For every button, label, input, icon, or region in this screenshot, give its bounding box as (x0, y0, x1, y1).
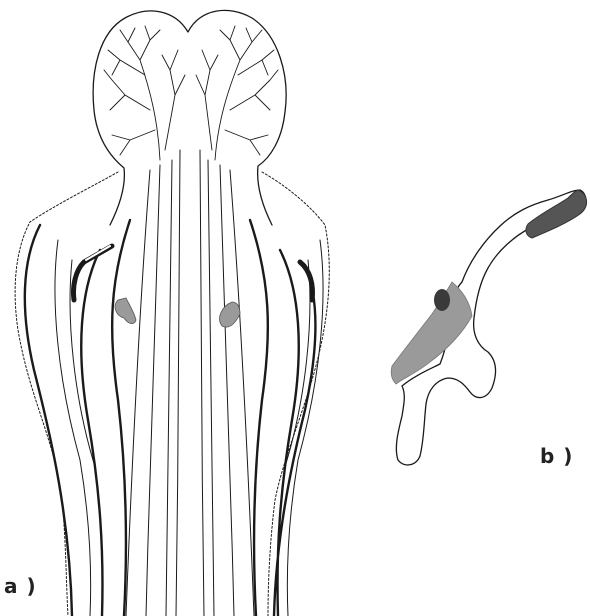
outer-dotted-contour (15, 172, 329, 616)
panel-a-label: a ) (4, 574, 37, 598)
head-outline (93, 10, 286, 225)
left-lobe-branches (104, 26, 185, 160)
right-thick-fibres (250, 220, 316, 616)
central-fibres (126, 150, 254, 616)
panel-a-drawing (15, 10, 329, 616)
left-gray-blob (115, 298, 136, 324)
left-tube (73, 246, 112, 300)
dark-oval (434, 289, 450, 311)
right-gray-blob (220, 302, 240, 327)
outer-thin-fibres (55, 240, 323, 616)
panel-b-drawing (391, 190, 586, 465)
left-tube-inner (86, 246, 110, 260)
right-tube (300, 262, 313, 300)
panel-b-label: b ) (540, 444, 573, 468)
right-lobe-branches (196, 26, 278, 160)
